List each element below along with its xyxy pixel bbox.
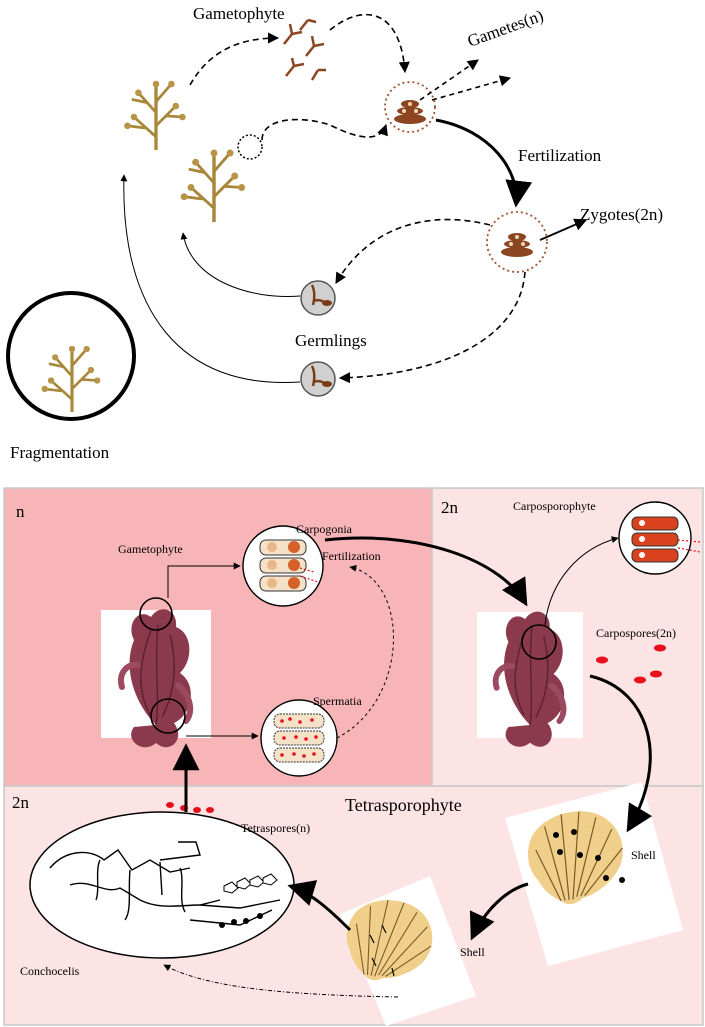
thallus-tip-circle — [237, 134, 263, 160]
ploidy-2n-bottom: 2n — [12, 793, 30, 812]
label-shell-lower: Shell — [460, 945, 485, 959]
label-fragmentation: Fragmentation — [10, 443, 110, 462]
arrow-zygote-out — [539, 218, 588, 241]
bottom-cycle-arrows — [163, 536, 653, 998]
arrow-thallus-to-conceptacle — [261, 118, 388, 141]
label-carpogonia: Carpogonia — [296, 522, 353, 536]
arrow-shell-to-shell — [469, 882, 529, 941]
ploidy-2n-right: 2n — [441, 498, 459, 517]
arrow-zygote-to-germling-1 — [335, 218, 491, 284]
arrow-fertilization-top — [435, 118, 533, 208]
ploidy-n: n — [16, 502, 25, 521]
germling-circle-2 — [300, 361, 336, 397]
label-germlings: Germlings — [295, 331, 367, 350]
label-conchocelis: Conchocelis — [20, 964, 80, 978]
arrow-carposporophyte-to-detail — [544, 536, 619, 626]
thallus-adult-2 — [178, 147, 247, 224]
label-carposporophyte: Carposporophyte — [513, 499, 596, 513]
arrow-gametophyte-to-carpogonia — [167, 562, 241, 598]
label-spermatia: Spermatia — [313, 694, 362, 708]
gametophyte-bottom-circle — [150, 698, 186, 734]
label-fertilization-top: Fertilization — [518, 146, 602, 165]
zygote-icon — [501, 233, 533, 257]
label-fertilization-bottom: Fertilization — [322, 549, 381, 563]
arrow-shell-to-conchocelis-dotted — [163, 964, 399, 998]
arrow-gametes-1 — [419, 59, 479, 101]
conceptacle-gametes-circle — [384, 81, 436, 133]
top-cycle-arrows — [120, 13, 588, 384]
spermatia-cells — [273, 713, 325, 763]
arrow-zygote-to-germling-2 — [338, 271, 526, 384]
top-cycle: Gametophyte Gametes(n) Fertilization Zyg… — [6, 4, 663, 462]
arrow-thallus-to-gametophyte — [189, 32, 280, 86]
conceptacle-gametes-icon — [394, 100, 426, 124]
arrow-gametophyte-to-conceptacle — [329, 13, 410, 74]
label-gametes: Gametes(n) — [465, 6, 546, 51]
label-zygotes: Zygotes(2n) — [580, 205, 663, 224]
conchocelis-sporangia — [223, 873, 278, 894]
label-gametophyte-bottom: Gametophyte — [118, 542, 183, 556]
germling-circle-1 — [300, 280, 336, 316]
label-shell-upper: Shell — [631, 848, 656, 862]
arrow-gametes-2 — [431, 75, 512, 101]
panel-haploid — [3, 487, 433, 787]
arrow-shell-to-conchocelis — [287, 880, 352, 932]
arrow-germling-to-adult — [120, 174, 301, 384]
arrow-carpogonia-to-carposporophyte — [324, 536, 528, 607]
gametophyte-top-circle — [139, 597, 173, 631]
arrow-germling-to-thallus — [180, 232, 301, 297]
carposporophyte-circle — [521, 624, 557, 660]
bottom-cycle: n 2n 2n — [3, 487, 704, 1026]
label-tetrasporophyte: Tetrasporophyte — [345, 795, 462, 815]
label-carpospores: Carpospores(2n) — [596, 626, 676, 640]
carposporophyte-cells — [631, 516, 701, 563]
conchocelis-dots — [219, 913, 263, 928]
arrow-spermatia-to-carpogonia — [336, 564, 394, 739]
carpospores-dots — [596, 644, 666, 684]
shell-lower-image — [339, 876, 476, 1026]
label-tetraspores: Tetraspores(n) — [241, 821, 310, 835]
zygote-circle — [486, 211, 548, 273]
thallus-adult-1 — [122, 79, 188, 152]
label-gametophyte-top: Gametophyte — [193, 4, 285, 23]
arrow-carpospores-to-shell — [589, 674, 653, 833]
gametophyte-cluster — [283, 18, 326, 81]
carpogonia-cells — [259, 539, 319, 592]
